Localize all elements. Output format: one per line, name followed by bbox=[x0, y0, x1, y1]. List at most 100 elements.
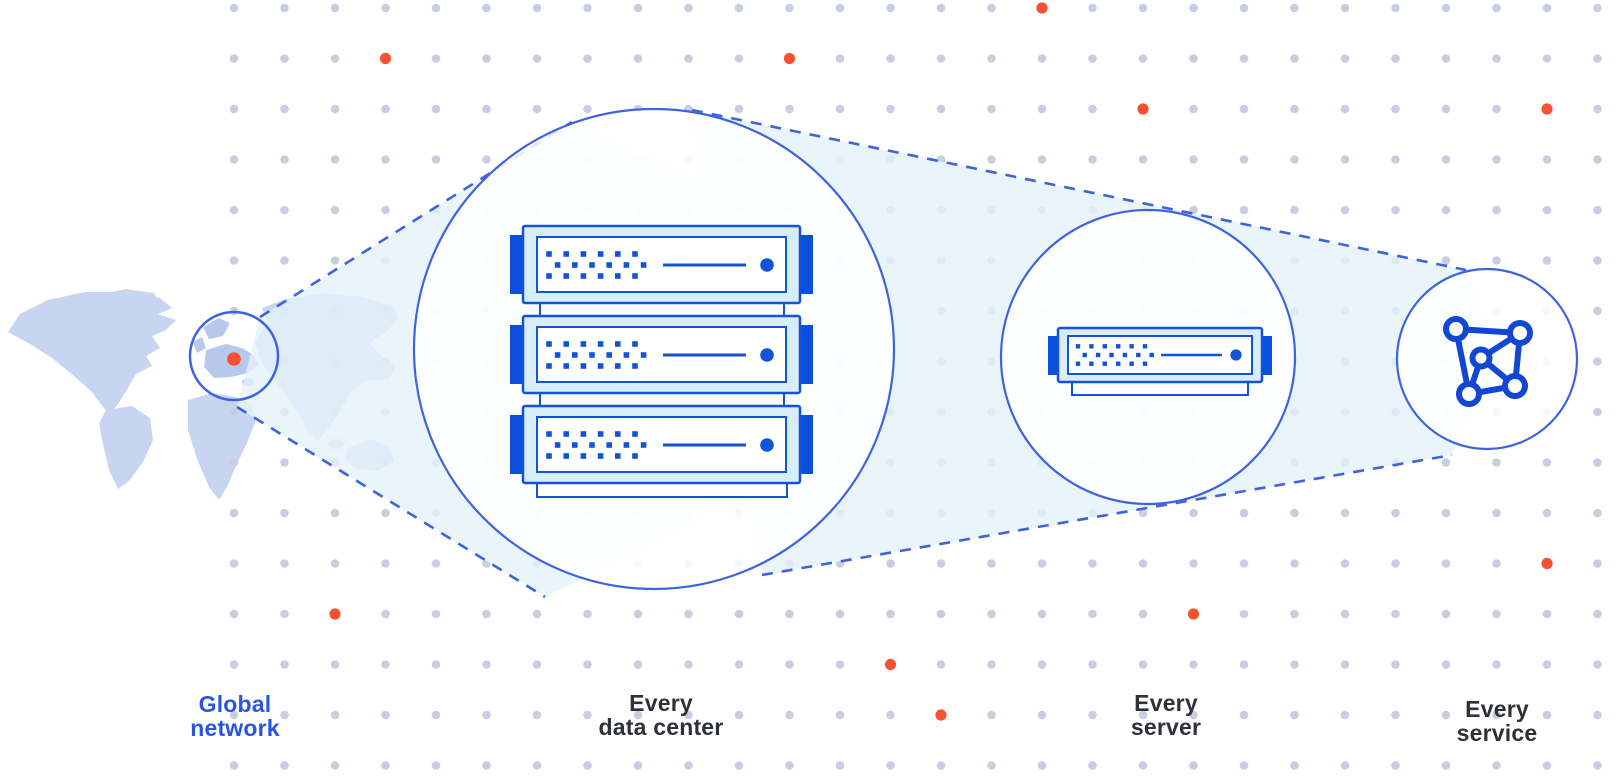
server-led bbox=[760, 438, 774, 452]
vent-pixel bbox=[623, 262, 630, 268]
grid-dot bbox=[280, 256, 289, 265]
grid-dot bbox=[1088, 761, 1097, 770]
vent-pixel bbox=[580, 341, 587, 347]
grid-dot bbox=[1593, 306, 1602, 316]
grid-dot bbox=[684, 660, 693, 669]
accent-dot bbox=[1036, 2, 1048, 14]
grid-dot bbox=[1441, 508, 1451, 518]
server-side-tab bbox=[800, 325, 813, 384]
grid-dot bbox=[1340, 3, 1350, 13]
grid-dot bbox=[1189, 559, 1198, 568]
grid-dot bbox=[1593, 761, 1602, 770]
server-side-tab bbox=[800, 235, 813, 294]
grid-dot bbox=[280, 458, 289, 467]
grid-dot bbox=[1492, 104, 1501, 114]
grid-dot bbox=[1037, 609, 1047, 619]
grid-dot bbox=[1593, 104, 1602, 114]
grid-dot bbox=[1189, 3, 1198, 13]
grid-dot bbox=[482, 155, 491, 164]
grid-dot bbox=[1239, 761, 1249, 770]
grid-dot bbox=[1391, 155, 1400, 164]
dash-map-to-datacenter-bottom bbox=[236, 405, 546, 599]
grid-dot bbox=[431, 660, 441, 669]
grid-dot bbox=[886, 559, 895, 568]
vent-pixel bbox=[1075, 361, 1081, 366]
vent-pixel bbox=[572, 352, 578, 358]
label-every-data-center: Every data center bbox=[599, 691, 724, 739]
grid-dot bbox=[684, 3, 693, 13]
vent-pixel bbox=[1129, 344, 1134, 349]
grid-dot bbox=[1492, 205, 1501, 215]
server-side-tab bbox=[800, 415, 813, 474]
grid-dot bbox=[1340, 508, 1350, 518]
label-global-network-line2: network bbox=[190, 715, 280, 741]
grid-dot bbox=[1138, 155, 1148, 164]
server-side-tab bbox=[510, 235, 523, 294]
grid-dot bbox=[330, 761, 340, 770]
vent-pixel bbox=[580, 453, 587, 459]
grid-dot bbox=[1138, 54, 1148, 63]
grid-dot bbox=[229, 407, 239, 417]
vent-pixel bbox=[546, 431, 552, 437]
map-location-marker bbox=[227, 352, 241, 366]
grid-dot bbox=[381, 104, 390, 114]
grid-dot bbox=[1037, 104, 1047, 114]
grid-dot bbox=[330, 3, 340, 13]
mesh-node bbox=[1456, 381, 1482, 407]
grid-dot bbox=[987, 710, 996, 720]
grid-dot bbox=[431, 54, 441, 63]
grid-dot bbox=[1290, 54, 1299, 63]
grid-dot bbox=[936, 660, 946, 669]
grid-dot bbox=[1542, 660, 1552, 669]
vent-pixel bbox=[606, 442, 612, 448]
grid-dot bbox=[1290, 660, 1299, 669]
label-global-network-line1: Global bbox=[198, 691, 272, 717]
grid-dot bbox=[583, 609, 592, 619]
grid-dot bbox=[1189, 660, 1198, 669]
label-global-network: Global network bbox=[190, 692, 280, 740]
grid-dot bbox=[229, 155, 239, 164]
grid-dot bbox=[936, 609, 946, 619]
grid-dot bbox=[280, 155, 289, 164]
grid-dot bbox=[482, 609, 491, 619]
island-greenland bbox=[94, 289, 159, 314]
grid-dot bbox=[1239, 710, 1249, 720]
vent-pixel bbox=[632, 453, 638, 459]
grid-dot bbox=[886, 761, 895, 770]
server-side-tab bbox=[510, 325, 523, 384]
grid-dot bbox=[1138, 508, 1148, 518]
server-side-tab bbox=[1048, 336, 1058, 375]
server-led bbox=[760, 258, 774, 272]
grid-dot bbox=[532, 54, 542, 63]
grid-dot bbox=[1542, 761, 1552, 770]
grid-dot bbox=[1593, 710, 1602, 720]
grid-dot bbox=[987, 660, 996, 669]
grid-dot bbox=[330, 155, 340, 164]
grid-dot bbox=[229, 104, 239, 114]
grid-dot bbox=[734, 3, 744, 13]
grid-dot bbox=[987, 104, 996, 114]
grid-dot bbox=[734, 104, 744, 114]
label-every-data-center-line1: Every bbox=[629, 690, 693, 716]
vent-pixel bbox=[580, 273, 587, 279]
grid-dot bbox=[532, 609, 542, 619]
grid-dot bbox=[1189, 104, 1198, 114]
grid-dot bbox=[1340, 54, 1350, 63]
vent-pixel bbox=[580, 251, 587, 257]
map-focus-circle bbox=[188, 310, 280, 402]
grid-dot bbox=[280, 54, 289, 63]
grid-dot bbox=[1088, 104, 1097, 114]
vent-pixel bbox=[1129, 361, 1134, 366]
grid-dot bbox=[1492, 256, 1501, 265]
grid-dot bbox=[431, 559, 441, 568]
vent-pixel bbox=[597, 453, 604, 459]
grid-dot bbox=[1340, 155, 1350, 164]
grid-dot bbox=[886, 3, 895, 13]
vent-pixel bbox=[546, 363, 552, 369]
vent-pixel bbox=[1149, 352, 1154, 358]
label-every-server: Every server bbox=[1131, 691, 1201, 739]
grid-dot bbox=[1189, 508, 1198, 518]
grid-dot bbox=[1290, 155, 1299, 164]
grid-dot bbox=[835, 3, 845, 13]
accent-dot bbox=[379, 52, 392, 65]
